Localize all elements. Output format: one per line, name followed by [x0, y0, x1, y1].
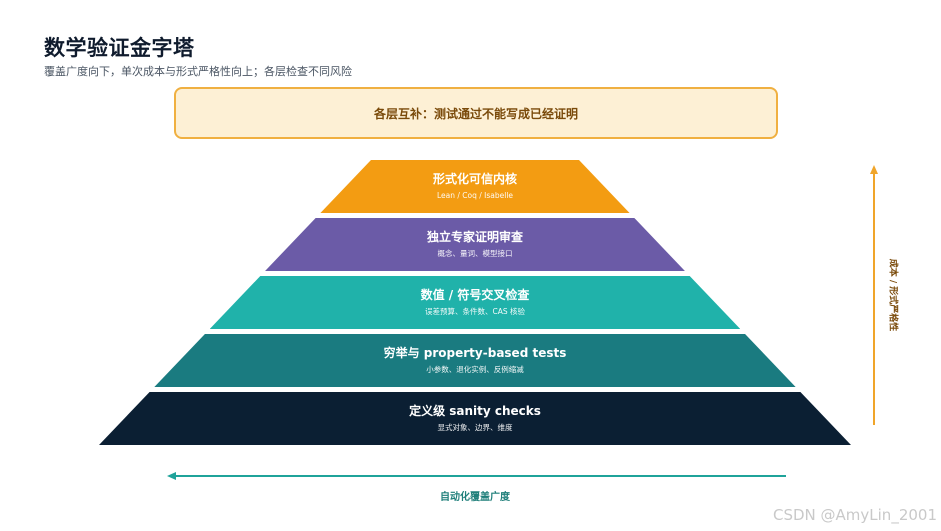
layer-detail: 显式对象、边界、维度	[437, 423, 513, 432]
pyramid-layer-formal: 形式化可信内核 Lean / Coq / Isabelle	[320, 160, 630, 213]
page-subtitle: 覆盖广度向下，单次成本与形式严格性向上；各层检查不同风险	[44, 65, 352, 78]
layer-name: 定义级 sanity checks	[409, 404, 541, 418]
banner-text: 各层互补：测试通过不能写成已经证明	[373, 106, 578, 121]
layer-detail: Lean / Coq / Isabelle	[436, 191, 514, 200]
complement-banner: 各层互补：测试通过不能写成已经证明	[174, 87, 778, 139]
layer-name: 独立专家证明审查	[426, 230, 523, 244]
layer-name: 穷举与 property-based tests	[383, 346, 567, 360]
horizontal-axis-arrow	[167, 472, 786, 480]
page-title: 数学验证金字塔	[44, 36, 195, 60]
layer-name: 形式化可信内核	[432, 172, 517, 186]
vertical-axis-label: 成本 / 形式严格性	[887, 258, 898, 332]
layer-detail: 概念、量词、模型接口	[437, 249, 513, 258]
pyramid-layer-sanity-checks: 定义级 sanity checks 显式对象、边界、维度	[99, 392, 851, 445]
watermark: CSDN @AmyLin_2001	[773, 506, 937, 524]
pyramid-layer-exhaustive-tests: 穷举与 property-based tests 小参数、退化实例、反例缩减	[154, 334, 796, 387]
layer-name: 数值 / 符号交叉检查	[420, 288, 530, 302]
layer-detail: 小参数、退化实例、反例缩减	[426, 365, 524, 374]
pyramid-layer-expert-review: 独立专家证明审查 概念、量词、模型接口	[265, 218, 685, 271]
pyramid-layer-numeric-symbolic: 数值 / 符号交叉检查 误差预算、条件数、CAS 核验	[209, 276, 741, 329]
layer-detail: 误差预算、条件数、CAS 核验	[424, 307, 525, 316]
vertical-axis-arrow	[870, 165, 878, 425]
horizontal-axis-label: 自动化覆盖广度	[440, 492, 510, 503]
